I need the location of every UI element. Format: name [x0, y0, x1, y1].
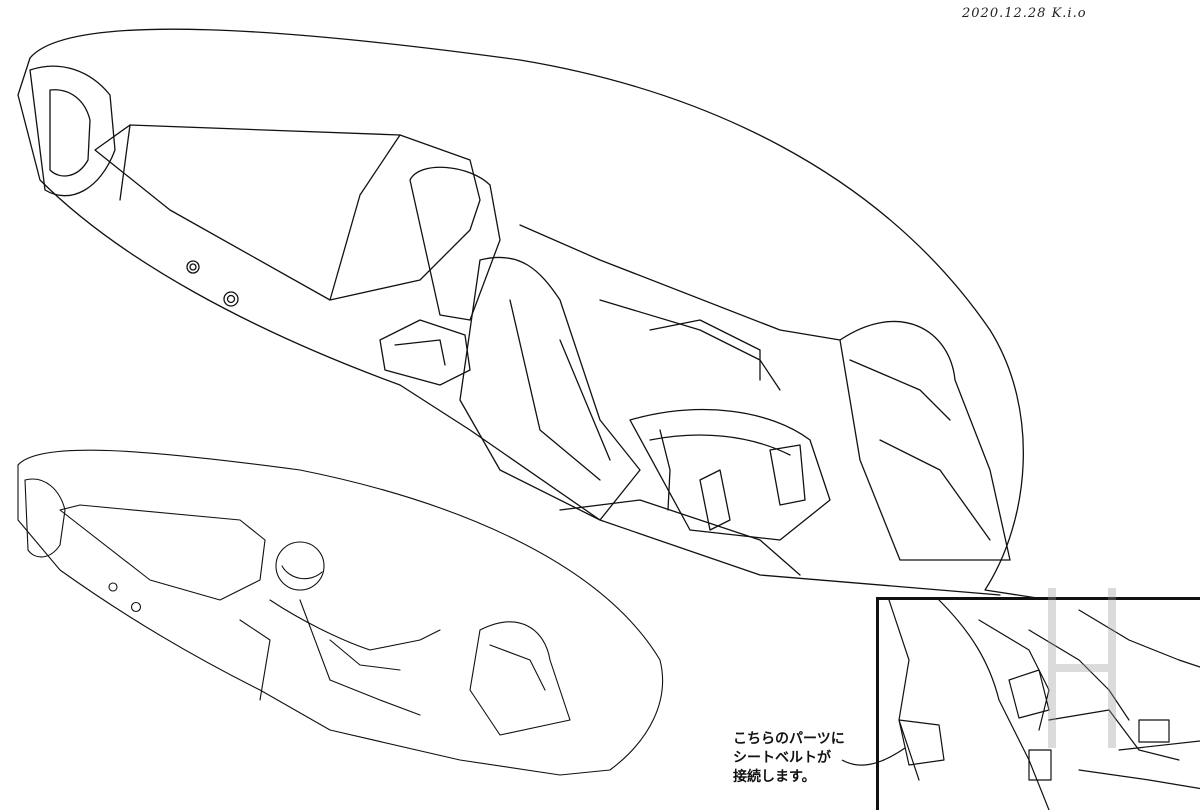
caption-line-2: シートベルトが	[733, 750, 831, 766]
closeup-drawing	[888, 600, 1200, 810]
signature-date: 2020.12.28 K.i.o	[962, 6, 1087, 21]
caption-callout: こちらのパーツに シートベルトが 接続します。	[730, 730, 848, 787]
caption-line-1: こちらのパーツに	[733, 731, 845, 747]
closeup-inset	[876, 597, 1200, 810]
caption-line-3: 接続します。	[733, 769, 816, 785]
h-web-watermark-logo	[1048, 588, 1116, 748]
